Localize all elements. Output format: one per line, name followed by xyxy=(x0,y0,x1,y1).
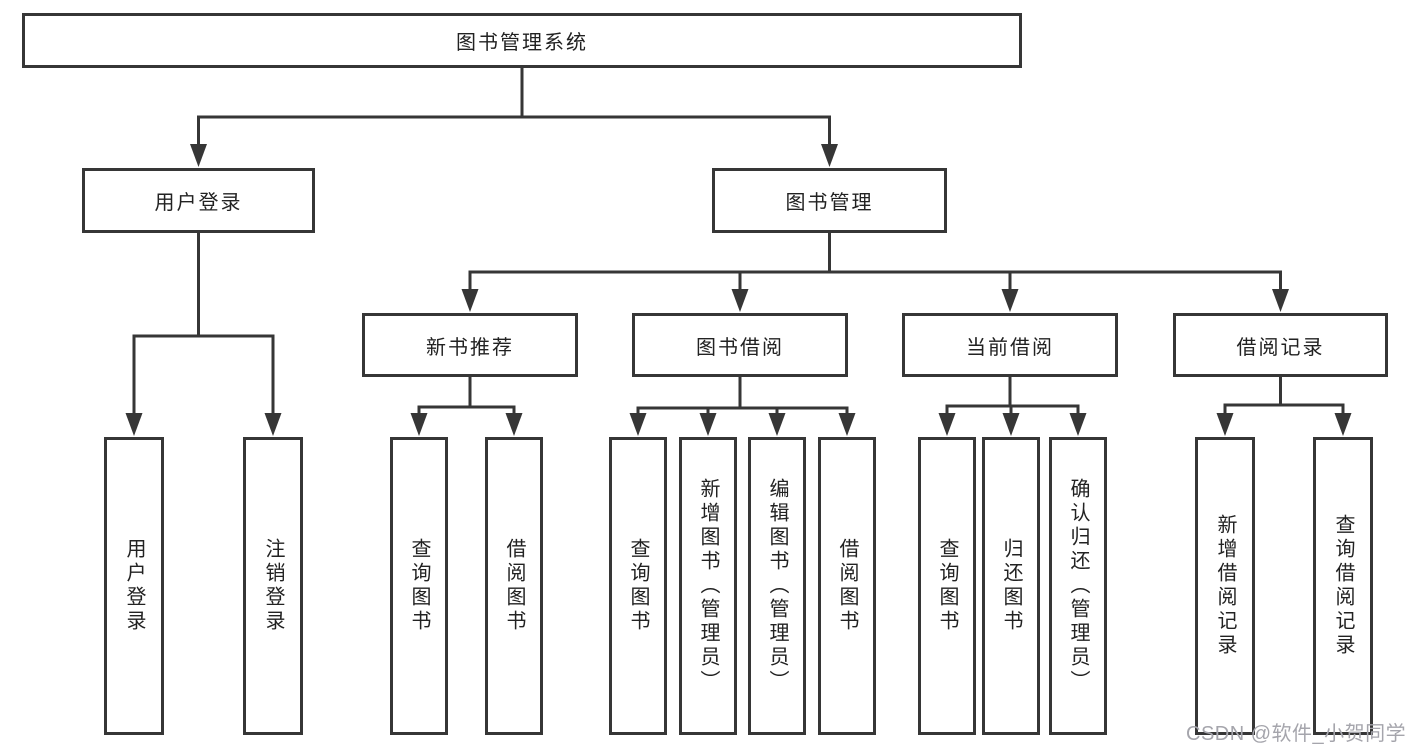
node-label: 图书管理系统 xyxy=(456,32,588,54)
node-login: 用户登录 xyxy=(82,168,315,233)
node-label: 借阅图书 xyxy=(503,538,525,634)
node-bor-add: 新增图书（管理员） xyxy=(679,437,737,735)
node-label: 当前借阅 xyxy=(966,336,1054,359)
arrowhead-rec2-query xyxy=(1334,413,1352,436)
node-bor-query: 查询图书 xyxy=(609,437,667,735)
arrowhead-borrow xyxy=(731,289,749,312)
node-user-login: 用户登录 xyxy=(104,437,164,735)
node-cur-return: 归还图书 xyxy=(982,437,1040,735)
node-label: 新增借阅记录 xyxy=(1214,514,1236,658)
node-cur-query: 查询图书 xyxy=(918,437,976,735)
node-logout: 注销登录 xyxy=(243,437,303,735)
node-label: 查询图书 xyxy=(627,538,649,634)
arrowhead-bor-borrow xyxy=(838,413,856,436)
node-bor-borrow: 借阅图书 xyxy=(818,437,876,735)
arrowhead-rec-query xyxy=(410,413,428,436)
node-rec: 新书推荐 xyxy=(362,313,578,377)
connector-borrow xyxy=(629,376,856,436)
arrowhead-cur-return xyxy=(1002,413,1020,436)
connector-current xyxy=(938,376,1087,436)
node-label: 编辑图书（管理员） xyxy=(766,478,788,694)
arrowhead-records xyxy=(1272,289,1289,312)
arrowhead-logout xyxy=(264,413,282,436)
node-records: 借阅记录 xyxy=(1173,313,1388,377)
node-label: 借阅记录 xyxy=(1236,336,1325,359)
arrowhead-mgmt xyxy=(821,144,838,167)
node-label: 借阅图书 xyxy=(836,538,858,634)
arrowhead-cur-confirm xyxy=(1069,413,1087,436)
node-mgmt: 图书管理 xyxy=(712,168,947,233)
node-label: 图书管理 xyxy=(785,192,874,214)
connector-root xyxy=(190,67,838,167)
arrowhead-user-login xyxy=(125,413,143,436)
node-label: 查询图书 xyxy=(936,538,958,634)
node-label: 确认归还（管理员） xyxy=(1067,478,1089,694)
node-borrow: 图书借阅 xyxy=(632,313,848,377)
connector-login xyxy=(125,232,282,436)
arrowhead-current xyxy=(1001,289,1019,312)
arrowhead-rec-borrow xyxy=(505,413,523,436)
node-rec2-add: 新增借阅记录 xyxy=(1195,437,1255,735)
node-label: 新增图书（管理员） xyxy=(697,478,719,694)
node-label: 新书推荐 xyxy=(426,336,514,359)
connector-rec xyxy=(410,376,523,436)
arrowhead-bor-edit xyxy=(768,413,786,436)
node-rec-query: 查询图书 xyxy=(390,437,448,735)
node-rec-borrow: 借阅图书 xyxy=(485,437,543,735)
node-cur-confirm: 确认归还（管理员） xyxy=(1049,437,1107,735)
connector-records xyxy=(1216,376,1352,436)
node-current: 当前借阅 xyxy=(902,313,1118,377)
arrowhead-rec2-add xyxy=(1216,413,1234,436)
arrowhead-rec xyxy=(461,289,479,312)
node-label: 图书借阅 xyxy=(696,336,784,359)
node-label: 用户登录 xyxy=(123,538,145,634)
node-label: 注销登录 xyxy=(262,538,284,634)
arrowhead-bor-add xyxy=(699,413,717,436)
node-label: 用户登录 xyxy=(154,192,243,214)
arrowhead-bor-query xyxy=(629,413,647,436)
node-label: 查询图书 xyxy=(408,538,430,634)
node-bor-edit: 编辑图书（管理员） xyxy=(748,437,806,735)
node-rec2-query: 查询借阅记录 xyxy=(1313,437,1373,735)
node-root: 图书管理系统 xyxy=(22,13,1022,68)
node-label: 查询借阅记录 xyxy=(1332,514,1354,658)
connector-mgmt xyxy=(461,232,1289,312)
arrowhead-login xyxy=(190,144,207,167)
node-label: 归还图书 xyxy=(1000,538,1022,634)
arrowhead-cur-query xyxy=(938,413,956,436)
csdn-watermark: CSDN @软件_小贺同学 xyxy=(1186,723,1405,745)
